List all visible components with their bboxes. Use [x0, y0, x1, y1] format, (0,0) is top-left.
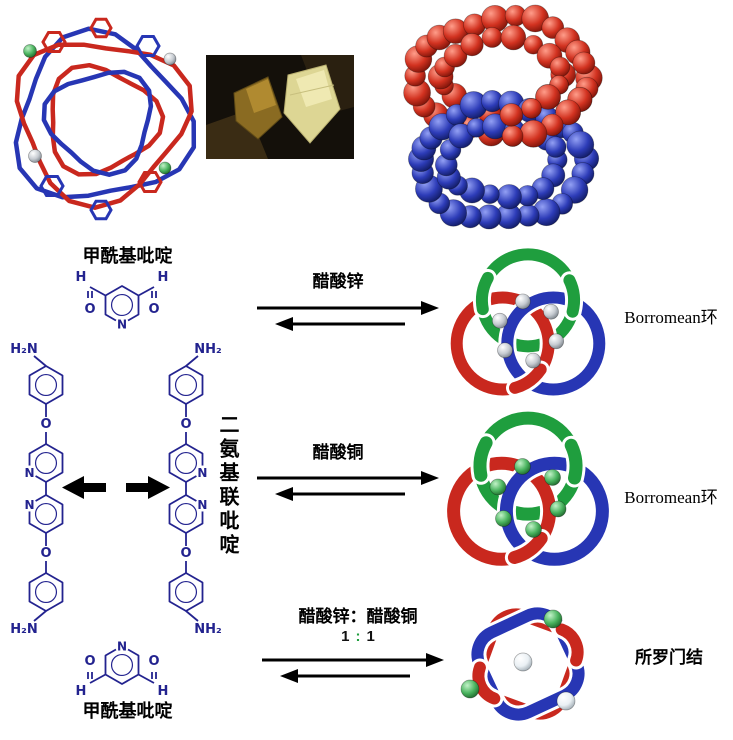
bottom-aldehyde-label: 甲酰基吡啶	[82, 701, 173, 721]
svg-text:NH₂: NH₂	[194, 342, 221, 357]
svg-text:O: O	[148, 302, 159, 317]
svg-text:H: H	[76, 270, 87, 285]
svg-text:N: N	[197, 466, 207, 480]
solomon-knot-image	[460, 604, 588, 724]
ratio-right: 1	[366, 628, 375, 645]
product-label-borromean-1: Borromean环	[624, 308, 718, 327]
svg-text:O: O	[84, 302, 95, 317]
reagent-label-copper: 醋酸铜	[312, 443, 364, 462]
svg-text:O: O	[40, 546, 51, 561]
product-label-solomon: 所罗门结	[635, 648, 703, 667]
svg-text:N: N	[117, 640, 127, 654]
equilibrium-arrows-2	[257, 471, 439, 501]
reagent-label-zinc: 醋酸锌	[312, 272, 364, 291]
svg-text:N: N	[25, 498, 35, 512]
svg-text:O: O	[40, 417, 51, 432]
svg-text:H₂N: H₂N	[10, 342, 37, 357]
svg-text:O: O	[180, 546, 191, 561]
ratio-label: 1:1	[276, 628, 440, 645]
spacefill-model-molecule-image	[403, 4, 603, 230]
svg-text:N: N	[25, 466, 35, 480]
equilibrium-arrows-3	[262, 653, 444, 683]
svg-text:H: H	[158, 270, 169, 285]
ratio-left: 1	[341, 628, 350, 645]
svg-text:H₂N: H₂N	[10, 622, 37, 637]
ratio-colon: :	[355, 628, 361, 645]
svg-text:NH₂: NH₂	[194, 622, 221, 637]
equilibrium-arrows-1	[257, 301, 439, 331]
product-label-borromean-2: Borromean环	[624, 488, 718, 507]
stick-model-molecule-image	[13, 17, 197, 221]
crystal-photo-image	[206, 55, 354, 159]
borromean-rings-zinc-image	[447, 245, 609, 399]
diamine-vertical-label: 二氨基联吡啶	[216, 414, 238, 558]
svg-text:H: H	[76, 684, 87, 699]
borromean-rings-copper-image	[444, 411, 612, 569]
top-aldehyde-label: 甲酰基吡啶	[82, 246, 173, 266]
svg-text:O: O	[84, 654, 95, 669]
reagent-label-zinc-copper: 醋酸锌：醋酸铜	[298, 607, 418, 626]
svg-text:O: O	[180, 417, 191, 432]
svg-text:N: N	[117, 318, 127, 332]
svg-text:N: N	[197, 498, 207, 512]
svg-text:O: O	[148, 654, 159, 669]
svg-text:H: H	[158, 684, 169, 699]
